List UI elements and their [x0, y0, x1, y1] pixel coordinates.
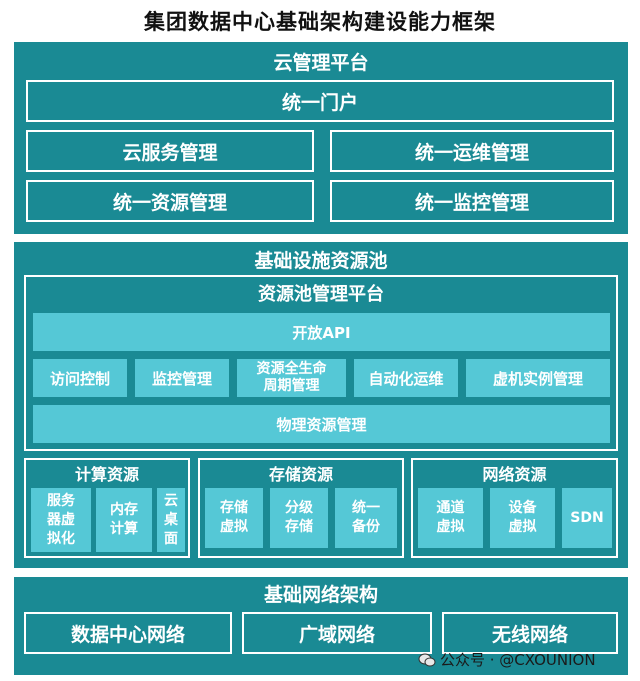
network-resources-title: 网络资源 [482, 465, 547, 484]
wechat-icon [418, 652, 436, 667]
resource-pool-title: 基础设施资源池 [254, 249, 388, 272]
cloud-management-title: 云管理平台 [273, 51, 369, 74]
unified-backup-box: 统一 备份 [335, 488, 397, 548]
cloud-service-mgmt-box: 云服务管理 [26, 130, 314, 172]
wireless-network-box: 无线网络 [442, 612, 618, 654]
cloud-management-section [14, 42, 628, 234]
unified-portal-box: 统一门户 [26, 80, 614, 122]
watermark-text: 公众号 · @CXOUNION [440, 650, 596, 669]
storage-resources-frame [198, 458, 404, 558]
base-network-section [14, 577, 628, 675]
unified-ops-mgmt-box: 统一运维管理 [330, 130, 614, 172]
watermark: 公众号 · @CXOUNION [418, 647, 630, 671]
channel-virtualization-box: 通道 虚拟 [418, 488, 483, 548]
cloud-desktop-box: 云 桌 面 [157, 488, 185, 552]
physical-resource-mgmt-box: 物理资源管理 [33, 405, 610, 443]
in-memory-computing-box: 内存 计算 [96, 488, 152, 552]
page-title: 集团数据中心基础架构建设能力框架 [144, 10, 496, 34]
wan-box: 广域网络 [242, 612, 432, 654]
unified-resource-mgmt-box: 统一资源管理 [26, 180, 314, 222]
compute-resources-frame [24, 458, 190, 558]
server-virtualization-box: 服务 器虚 拟化 [31, 488, 91, 552]
resource-pool-mgmt-title: 资源池管理平台 [258, 284, 384, 305]
dc-network-box: 数据中心网络 [24, 612, 232, 654]
storage-resources-title: 存储资源 [268, 465, 333, 484]
unified-monitor-mgmt-box: 统一监控管理 [330, 180, 614, 222]
base-network-title: 基础网络架构 [263, 583, 378, 606]
monitor-mgmt-box: 监控管理 [135, 359, 229, 397]
network-resources-frame [411, 458, 618, 558]
lifecycle-mgmt-box: 资源全生命 周期管理 [237, 359, 346, 397]
resource-pool-mgmt-frame [24, 275, 618, 451]
compute-resources-title: 计算资源 [74, 465, 139, 484]
storage-virtualization-box: 存储 虚拟 [205, 488, 263, 548]
auto-ops-box: 自动化运维 [354, 359, 458, 397]
open-api-box: 开放API [33, 313, 610, 351]
device-virtualization-box: 设备 虚拟 [490, 488, 555, 548]
access-control-box: 访问控制 [33, 359, 127, 397]
tiered-storage-box: 分级 存储 [270, 488, 328, 548]
sdn-box: SDN [562, 488, 612, 548]
vm-instance-mgmt-box: 虚机实例管理 [466, 359, 610, 397]
